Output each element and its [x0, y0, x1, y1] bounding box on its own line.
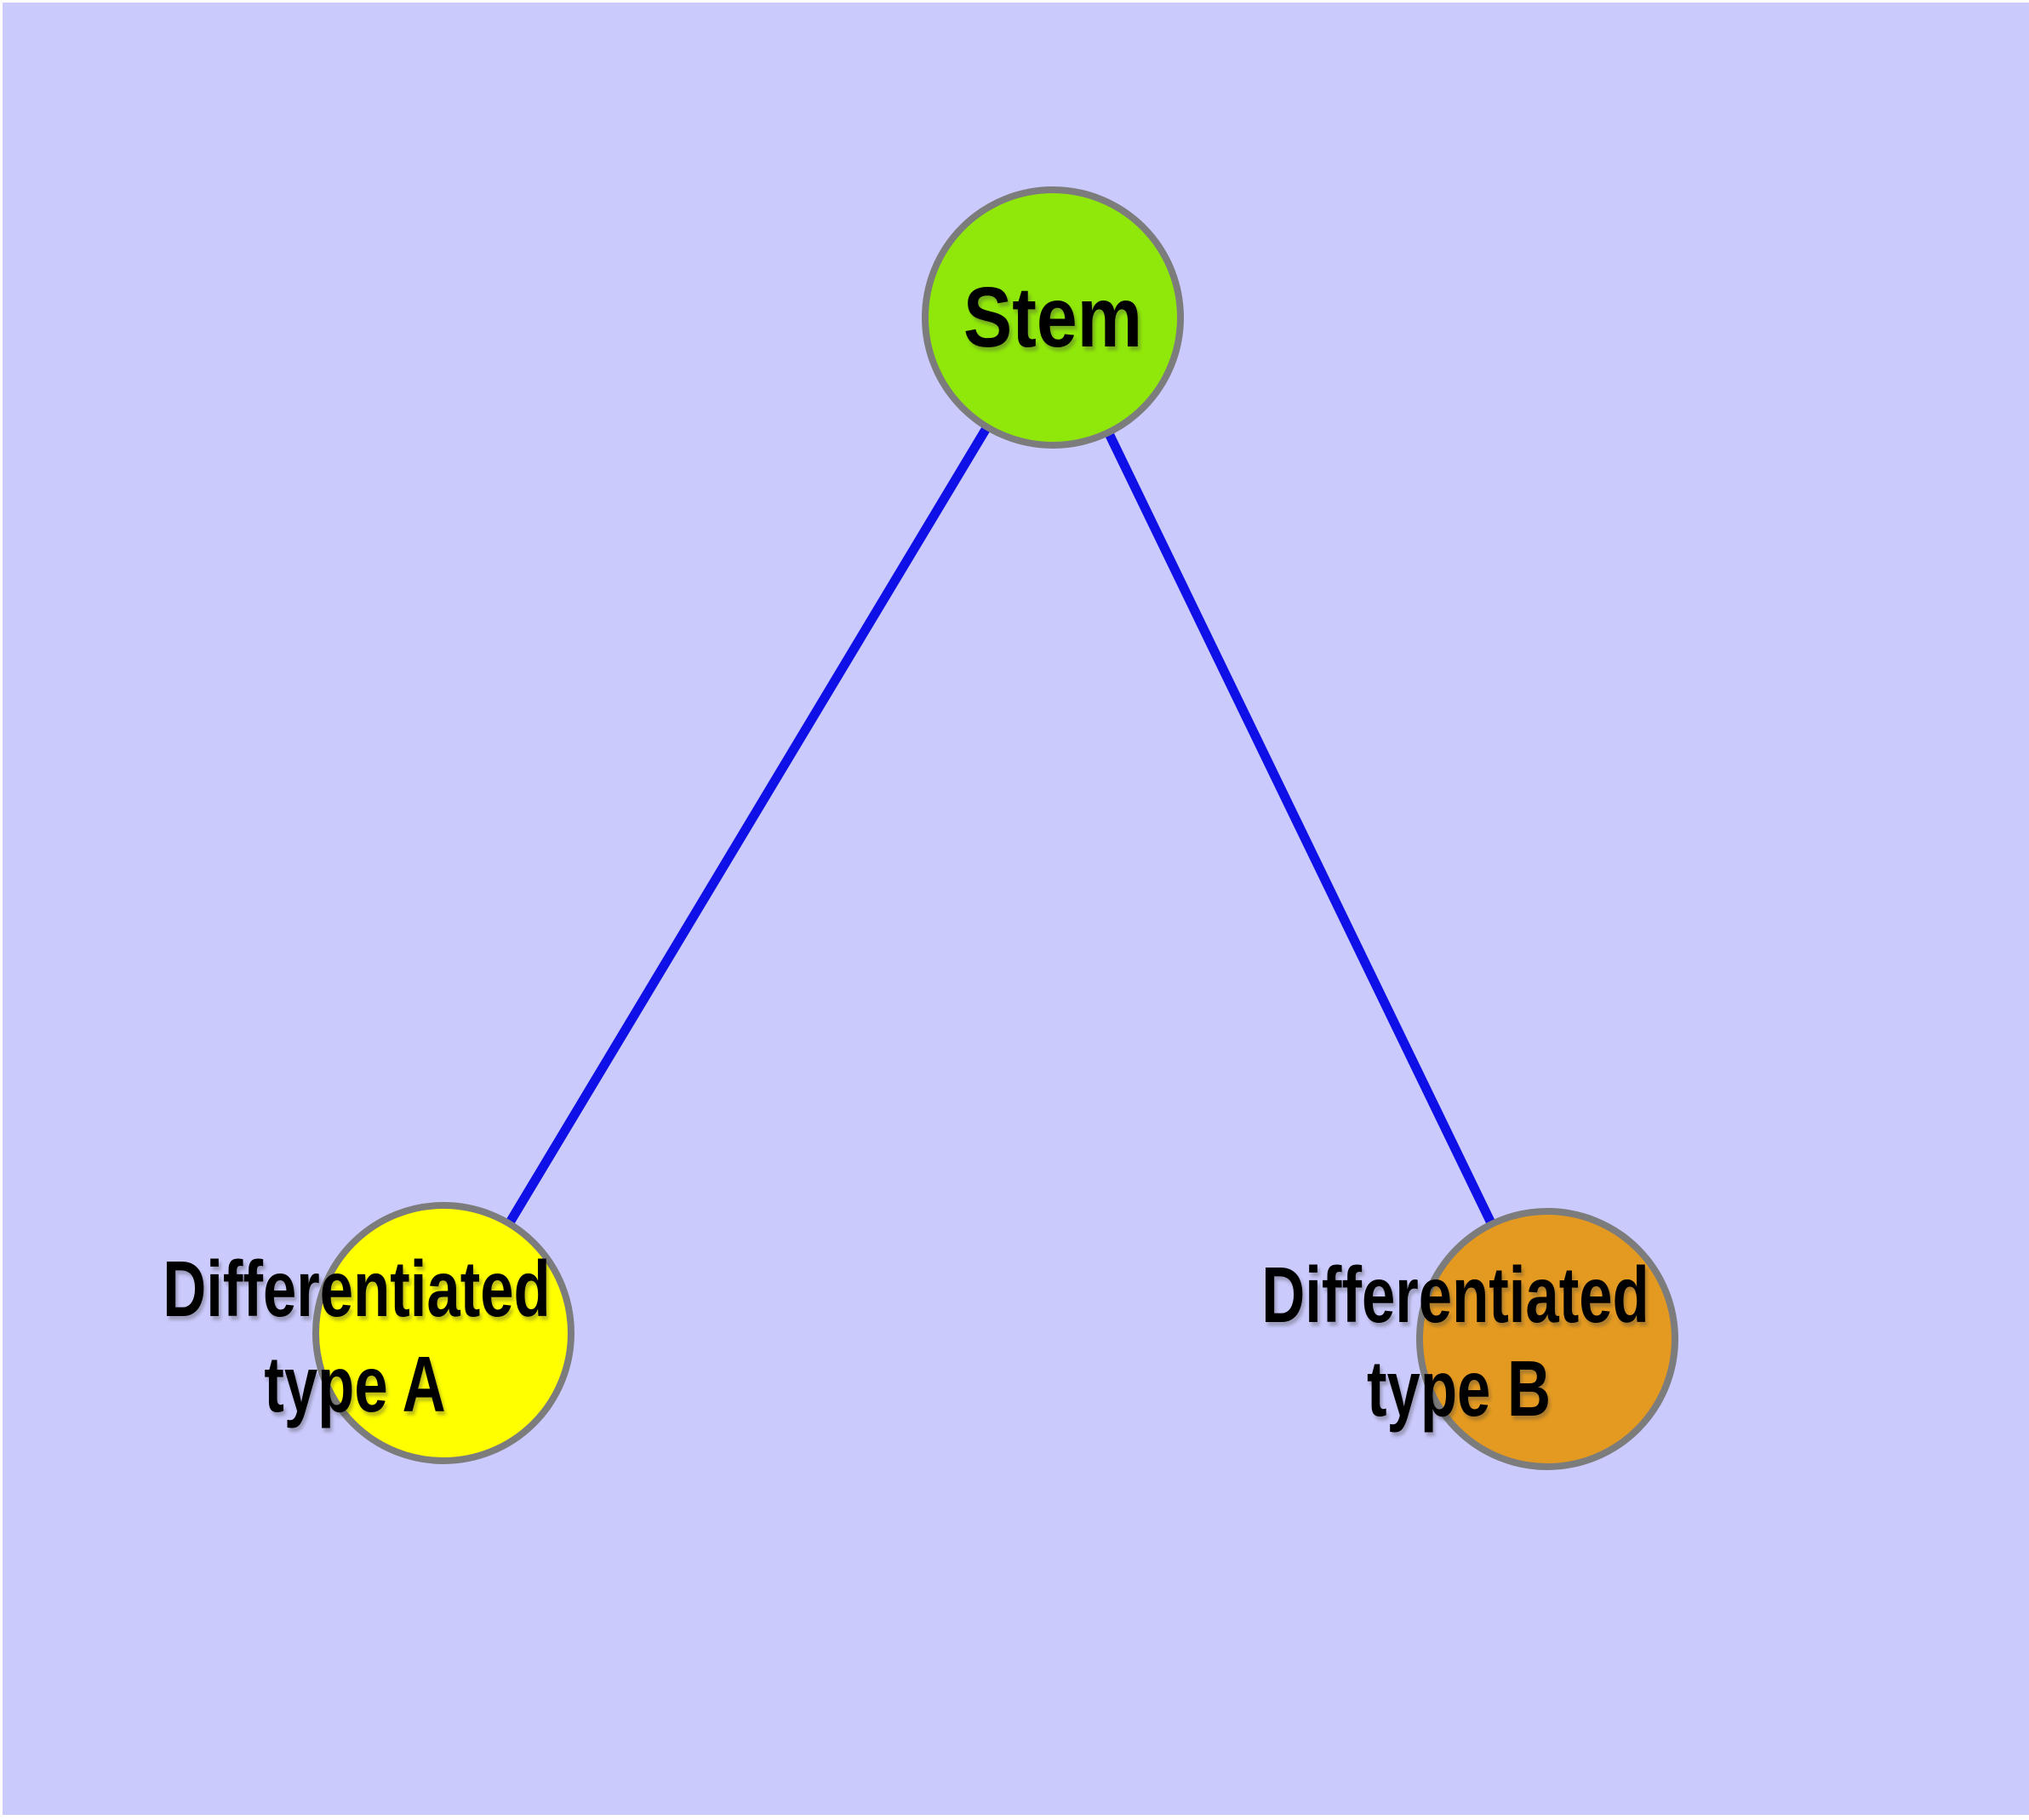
edge-stem-to-type-a: [439, 315, 1057, 1336]
node-differentiated-type-a: Differentiated type A: [163, 1202, 574, 1464]
node-differentiated-type-a-label-line2: type A: [264, 1340, 445, 1429]
node-differentiated-type-b-label-line1: Differentiated: [1261, 1251, 1649, 1340]
node-stem-label: Stem: [963, 270, 1142, 365]
node-stem-circle: [922, 186, 1184, 449]
node-differentiated-type-b: Differentiated type B: [1261, 1208, 1678, 1470]
edge-stem-to-type-b: [1049, 315, 1552, 1342]
node-stem: Stem: [922, 186, 1184, 449]
edge-group: [439, 315, 1552, 1342]
node-differentiated-type-b-circle: [1416, 1208, 1678, 1470]
node-differentiated-type-b-label-line2: type B: [1367, 1344, 1551, 1434]
node-differentiated-type-a-label-line1: Differentiated: [163, 1245, 550, 1334]
node-differentiated-type-a-circle: [312, 1202, 574, 1464]
